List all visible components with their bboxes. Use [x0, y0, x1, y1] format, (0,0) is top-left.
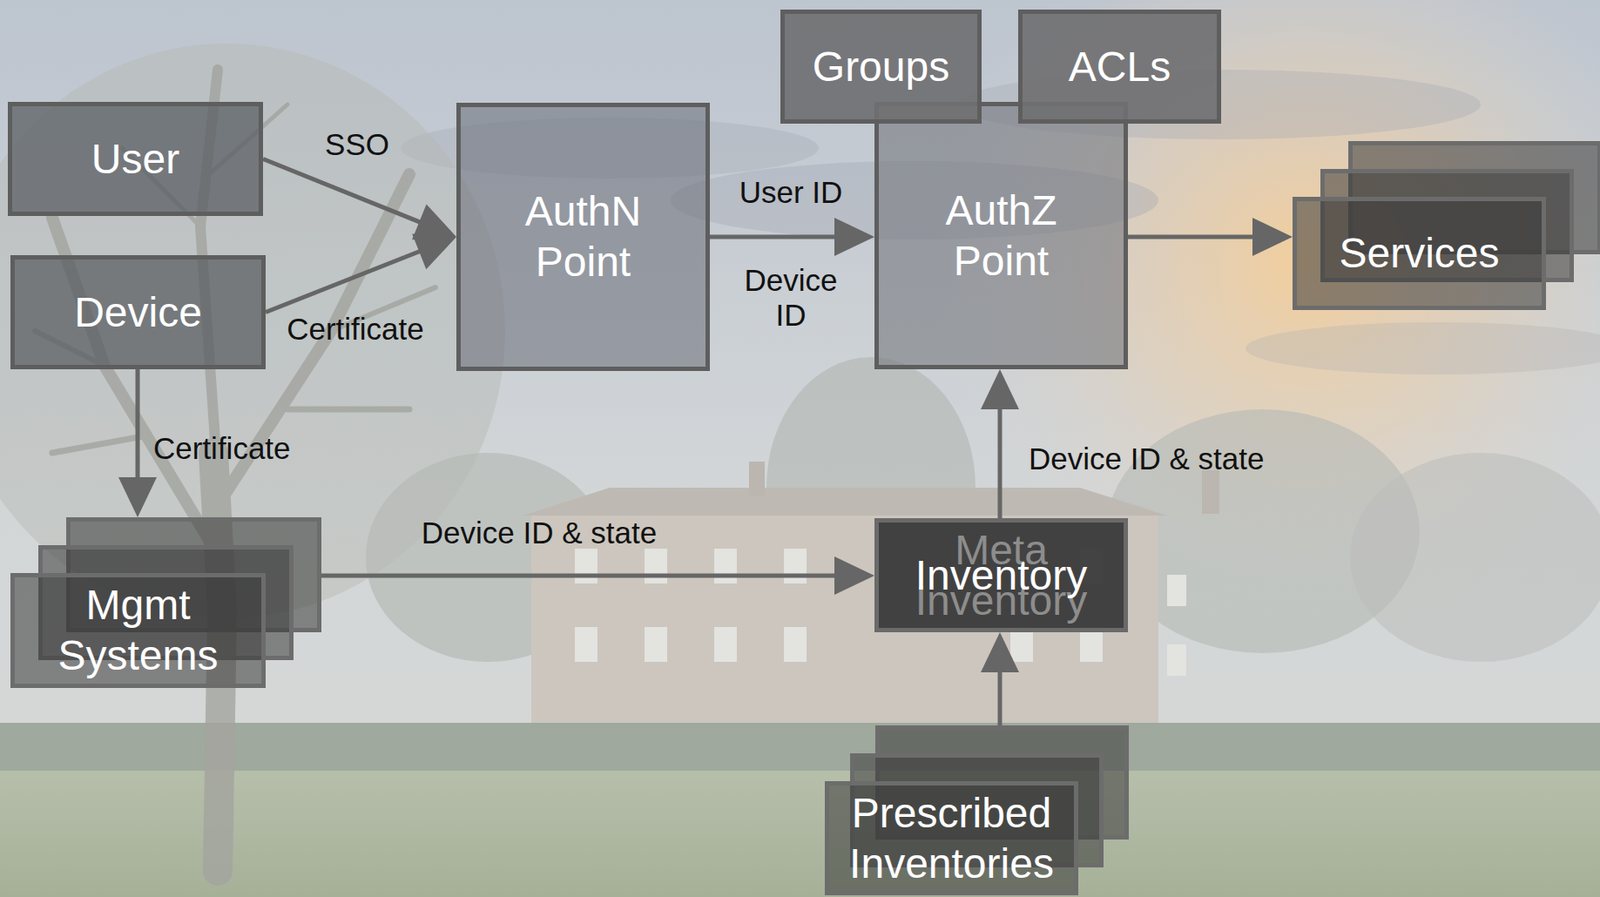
- node-label: Services: [1338, 228, 1499, 279]
- edge-label: Certificate: [153, 431, 291, 466]
- connector-line: [321, 573, 838, 579]
- actor-box: User: [7, 101, 264, 217]
- text-holder: Services: [1292, 196, 1546, 311]
- arrow-head: [411, 233, 457, 270]
- connector-line: [998, 669, 1003, 726]
- connector-line: [135, 369, 141, 480]
- connector-line: [263, 159, 422, 223]
- edge-label: Device ID: [738, 263, 844, 333]
- connector-line: [709, 235, 838, 240]
- node-label: AuthN Point: [506, 186, 660, 288]
- edge-label: Device ID & state: [421, 515, 657, 551]
- edge-label: Certificate: [286, 311, 425, 347]
- text-holder: Mgmt Systems: [10, 573, 266, 689]
- stacked-box: Mgmt Systems: [10, 517, 322, 689]
- node-label: User: [91, 134, 180, 185]
- connector-line: [998, 406, 1003, 519]
- node-label: Groups: [812, 41, 950, 93]
- edge-label: User ID: [739, 175, 844, 210]
- arrow-connector: [265, 233, 457, 312]
- stacked-box: Prescribed Inventories: [824, 725, 1129, 896]
- node-label: ACLs: [1068, 41, 1171, 93]
- arrow-connector: [980, 632, 1020, 726]
- edge-label: SSO: [324, 127, 390, 163]
- arrow-connector: [321, 556, 875, 595]
- arrow-head: [1252, 217, 1293, 257]
- inventory-box: Meta InventoryInventory: [874, 518, 1128, 633]
- arrow-head: [980, 369, 1020, 410]
- edge-label: Device ID & state: [1028, 441, 1264, 477]
- arrow-connector: [980, 369, 1020, 519]
- node-label: Prescribed Inventories: [843, 788, 1061, 890]
- node-label: Mgmt Systems: [47, 580, 230, 682]
- arrow-connector: [709, 217, 875, 257]
- arrow-head: [118, 477, 157, 518]
- arrow-connector: [118, 369, 157, 518]
- node-label: Device: [74, 287, 203, 338]
- arrow-connector: [1127, 217, 1293, 257]
- connector-line: [1127, 235, 1256, 240]
- data-box: ACLs: [1018, 9, 1222, 124]
- process-box: AuthN Point: [456, 102, 710, 372]
- node-label: Inventory: [915, 550, 1087, 601]
- actor-box: Device: [10, 255, 266, 370]
- arrow-connector: [263, 159, 457, 241]
- arrow-head: [834, 217, 875, 257]
- connector-line: [265, 250, 422, 313]
- text-holder: Prescribed Inventories: [824, 781, 1079, 896]
- arrow-head: [980, 632, 1020, 673]
- node-label: AuthZ Point: [924, 185, 1078, 287]
- arrow-head: [834, 556, 875, 595]
- data-box: Groups: [780, 9, 982, 124]
- process-box: AuthZ Point: [874, 101, 1128, 370]
- stacked-box: Services: [1292, 141, 1600, 311]
